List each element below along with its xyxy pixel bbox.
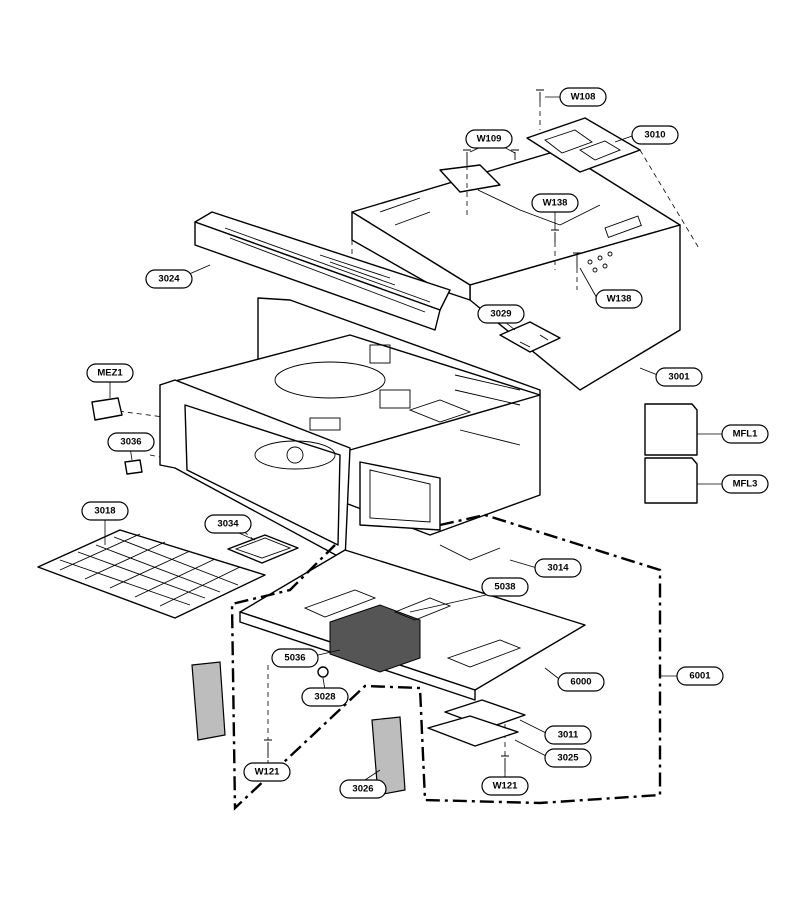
- leader-lines: [104, 96, 725, 781]
- base-plate-6000: [239, 544, 586, 701]
- callout-w121-left-text: W121: [255, 767, 281, 778]
- callout-mez1: MEZ1: [86, 363, 134, 383]
- callout-3001: 3001: [655, 367, 703, 387]
- callout-5036: 5036: [271, 648, 319, 668]
- rack-3018: [37, 529, 266, 619]
- callout-3011-text: 3011: [558, 730, 579, 741]
- callout-3028-text: 3028: [314, 692, 335, 703]
- callout-mfl3: MFL3: [721, 474, 769, 494]
- callout-6000: 6000: [557, 672, 605, 692]
- filter-3034: [227, 534, 299, 564]
- callout-3018-text: 3018: [94, 506, 115, 517]
- callout-3001-text: 3001: [668, 372, 690, 383]
- callout-3010: 3010: [631, 125, 679, 145]
- callout-5038: 5038: [481, 577, 529, 597]
- callout-w138-top-text: W138: [543, 198, 568, 209]
- callout-3029: 3029: [477, 304, 525, 324]
- callout-w109: W109: [465, 129, 513, 149]
- callout-3025-text: 3025: [557, 753, 579, 764]
- callout-3034: 3034: [204, 514, 252, 534]
- callout-3026: 3026: [339, 779, 387, 799]
- callout-w138-top: W138: [531, 193, 579, 213]
- callout-3026-text: 3026: [352, 784, 373, 795]
- callout-6001: 6001: [676, 666, 724, 686]
- callout-w108: W108: [559, 87, 607, 107]
- manual-mfl1: [644, 403, 698, 456]
- callout-w109-text: W109: [477, 134, 502, 145]
- callout-3010-text: 3010: [644, 130, 665, 141]
- callout-3028: 3028: [301, 687, 349, 707]
- callout-3018: 3018: [81, 501, 129, 521]
- callout-3024: 3024: [145, 269, 193, 289]
- callout-w138-bottom-text: W138: [607, 294, 632, 305]
- callout-w121-left: W121: [243, 762, 291, 782]
- callout-6000-text: 6000: [570, 677, 591, 688]
- callout-3025: 3025: [544, 748, 592, 768]
- outer-case-3001: [351, 149, 681, 391]
- screws: [264, 89, 581, 772]
- callout-6001-text: 6001: [689, 671, 711, 682]
- callout-3034-text: 3034: [217, 519, 239, 530]
- callout-3029-text: 3029: [490, 309, 511, 320]
- callout-5038-text: 5038: [494, 582, 515, 593]
- callout-mfl1-text: MFL1: [733, 429, 759, 440]
- callout-3036: 3036: [107, 432, 155, 452]
- cavity-body: [159, 297, 541, 561]
- callout-w121-right-text: W121: [493, 781, 519, 792]
- callout-w138-bottom: W138: [595, 289, 643, 309]
- callout-3036-text: 3036: [120, 437, 141, 448]
- grease-filter-3026: [371, 716, 406, 796]
- callout-3024-text: 3024: [158, 274, 180, 285]
- callout-w121-right: W121: [481, 776, 529, 796]
- callout-mfl1: MFL1: [721, 424, 769, 444]
- top-plate-3010: [526, 117, 641, 173]
- assembly-boundary-6001: [230, 513, 662, 811]
- cover-3025: [427, 715, 519, 747]
- callout-3014: 3014: [534, 558, 582, 578]
- callout-5036-text: 5036: [284, 653, 305, 664]
- switch-3028: [317, 666, 329, 678]
- callout-3014-text: 3014: [547, 563, 569, 574]
- control-panel-3024: [194, 211, 451, 331]
- latch-3036: [124, 459, 143, 475]
- callout-3011: 3011: [544, 725, 592, 745]
- grease-filter-left: [191, 661, 226, 741]
- callout-mez1-text: MEZ1: [97, 368, 123, 379]
- label-plate-mez1: [91, 397, 123, 421]
- callouts: W108 3010 W109 W138 W138 3024 3029 3001: [81, 87, 769, 799]
- manual-mfl3: [644, 457, 698, 504]
- callout-mfl3-text: MFL3: [733, 479, 758, 490]
- callout-w108-text: W108: [571, 92, 596, 103]
